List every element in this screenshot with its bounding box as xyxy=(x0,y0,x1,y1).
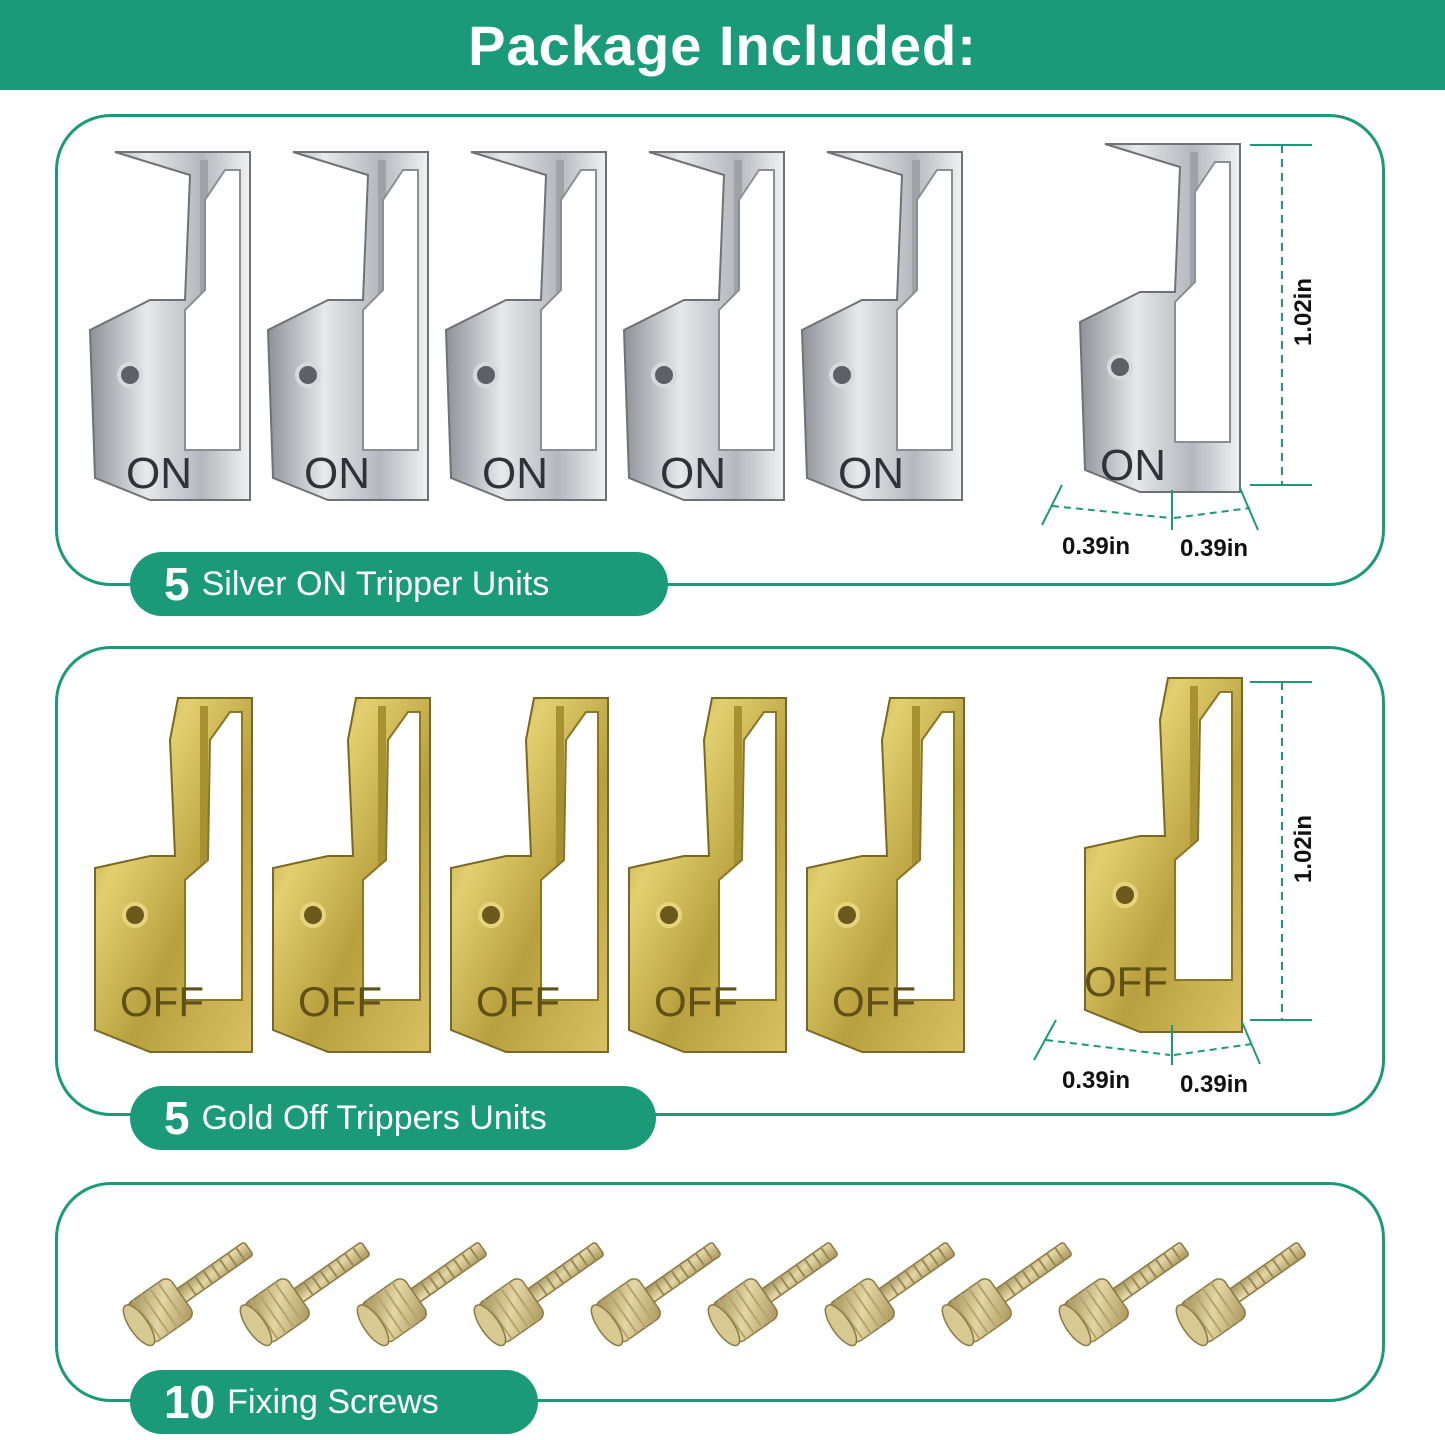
screws-label: Fixing Screws xyxy=(227,1382,439,1421)
screw-8 xyxy=(935,1227,1083,1352)
silver-tripper-2 xyxy=(266,150,430,502)
silver-height-label: 1.02in xyxy=(1290,277,1318,347)
page-title: Package Included: xyxy=(468,13,977,77)
stamp-text-11: OFF xyxy=(832,978,916,1025)
silver-width-label-left: 0.39in xyxy=(1062,533,1131,560)
silver-dimension-lines xyxy=(1041,144,1312,531)
screw-6 xyxy=(701,1227,849,1352)
gold-label: Gold Off Trippers Units xyxy=(201,1098,547,1137)
stamp-text-3: ON xyxy=(482,449,548,498)
stamp-text-4: ON xyxy=(660,449,726,498)
silver-tripper-4 xyxy=(622,150,786,502)
silver-label: Silver ON Tripper Units xyxy=(201,564,550,603)
stamp-text-1: ON xyxy=(126,449,192,498)
screw-7 xyxy=(818,1227,966,1352)
stamp-text-8: OFF xyxy=(298,978,382,1025)
screw-4 xyxy=(467,1227,615,1352)
stamp-text-9: OFF xyxy=(476,978,560,1025)
silver-tripper-3 xyxy=(444,150,608,502)
screw-3 xyxy=(350,1227,498,1352)
screw-10 xyxy=(1169,1227,1317,1352)
package-header: Package Included: xyxy=(0,0,1445,90)
silver-count: 5 xyxy=(164,558,190,610)
stamp-text-6: ON xyxy=(1100,441,1166,490)
screw-2 xyxy=(233,1227,381,1352)
stamp-text-12: OFF xyxy=(1084,958,1168,1005)
screws-count: 10 xyxy=(164,1376,216,1428)
silver-tripper-5 xyxy=(800,150,964,502)
silver-tripper-1 xyxy=(88,150,252,502)
stamp-text-7: OFF xyxy=(120,978,204,1025)
silver-tripper-dimensioned xyxy=(1078,142,1242,494)
gold-height-label: 1.02in xyxy=(1290,814,1318,884)
screw-1 xyxy=(116,1227,264,1352)
stamp-text-10: OFF xyxy=(654,978,738,1025)
stamp-text-5: ON xyxy=(838,449,904,498)
gold-width-label-right: 0.39in xyxy=(1180,1071,1249,1098)
stamp-text-2: ON xyxy=(304,449,370,498)
silver-tripper-badge: 5 Silver ON Tripper Units xyxy=(130,552,668,616)
screws-badge: 10 Fixing Screws xyxy=(130,1370,538,1434)
gold-count: 5 xyxy=(164,1092,190,1144)
silver-width-label-right: 0.39in xyxy=(1180,535,1249,562)
gold-tripper-badge: 5 Gold Off Trippers Units xyxy=(130,1086,656,1150)
screw-9 xyxy=(1052,1227,1200,1352)
gold-dimension-lines xyxy=(1033,681,1312,1065)
gold-width-label-left: 0.39in xyxy=(1062,1067,1131,1094)
screw-5 xyxy=(584,1227,732,1352)
